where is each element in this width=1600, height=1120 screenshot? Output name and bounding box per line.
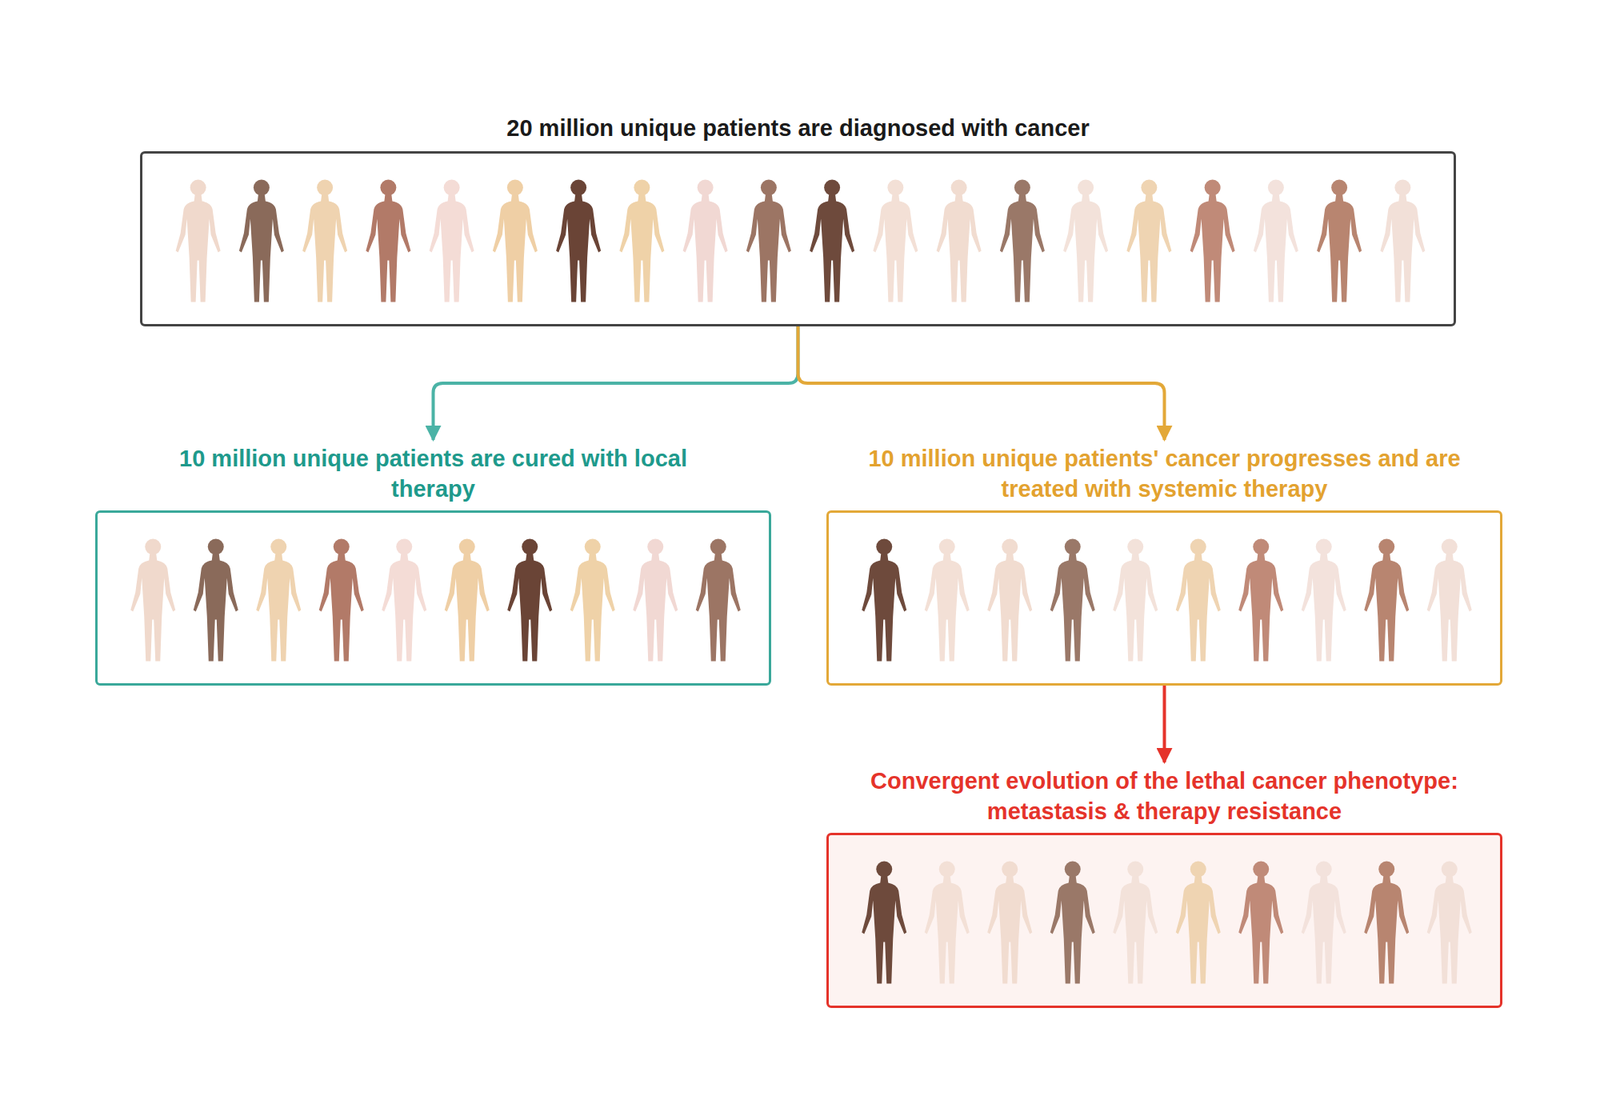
person-figure <box>319 539 364 662</box>
person-figure <box>861 861 907 984</box>
person-figure <box>1050 539 1096 662</box>
person-figure <box>1364 861 1409 984</box>
person-figure <box>365 180 411 303</box>
person-figure <box>1427 539 1472 662</box>
flow-arrow <box>433 326 799 440</box>
person-figure <box>1190 180 1236 303</box>
group-heading: Convergent evolution of the lethal cance… <box>812 765 1517 827</box>
patient-figures <box>97 512 769 684</box>
person-figure <box>696 539 741 662</box>
person-figure <box>1050 861 1096 984</box>
person-figure <box>861 539 907 662</box>
person-figure <box>683 180 728 303</box>
person-figure <box>1063 180 1108 303</box>
person-figure <box>1380 180 1425 303</box>
person-figure <box>1301 861 1347 984</box>
group-box <box>826 510 1503 686</box>
person-figure <box>1301 539 1347 662</box>
person-figure <box>632 539 678 662</box>
patient-group: 10 million unique patients are cured wit… <box>95 443 772 686</box>
person-figure <box>1238 861 1284 984</box>
person-figure <box>570 539 616 662</box>
person-figure <box>1126 180 1172 303</box>
person-figure <box>1176 861 1221 984</box>
person-figure <box>444 539 490 662</box>
patient-group: 10 million unique patients' cancer progr… <box>826 443 1503 686</box>
person-figure <box>746 180 792 303</box>
person-figure <box>381 539 427 662</box>
group-heading: 20 million unique patients are diagnosed… <box>238 112 1359 144</box>
person-figure <box>619 180 664 303</box>
person-figure <box>1176 539 1221 662</box>
patient-figures <box>828 512 1500 684</box>
person-figure <box>556 180 601 303</box>
patient-group: 20 million unique patients are diagnosed… <box>140 112 1456 327</box>
person-figure <box>872 180 918 303</box>
person-figure <box>1427 861 1472 984</box>
flow-arrow <box>1163 685 1167 763</box>
person-figure <box>924 539 970 662</box>
person-figure <box>302 180 348 303</box>
person-figure <box>987 539 1032 662</box>
patient-group: Convergent evolution of the lethal cance… <box>812 765 1517 1008</box>
person-figure <box>492 180 538 303</box>
person-figure <box>1253 180 1299 303</box>
person-figure <box>987 861 1032 984</box>
group-box <box>95 510 772 686</box>
person-figure <box>924 861 970 984</box>
group-box <box>826 832 1503 1008</box>
person-figure <box>256 539 301 662</box>
person-figure <box>809 180 855 303</box>
group-heading: 10 million unique patients are cured wit… <box>169 443 698 504</box>
person-figure <box>1238 539 1284 662</box>
person-figure <box>936 180 982 303</box>
person-figure <box>1364 539 1409 662</box>
patient-figures <box>828 835 1500 1006</box>
person-figure <box>507 539 552 662</box>
group-box <box>140 151 1456 327</box>
person-figure <box>429 180 475 303</box>
person-figure <box>176 180 221 303</box>
group-heading: 10 million unique patients' cancer progr… <box>844 443 1485 504</box>
person-figure <box>239 180 284 303</box>
person-figure <box>130 539 176 662</box>
patient-figures <box>142 153 1454 324</box>
person-figure <box>193 539 239 662</box>
flow-arrow <box>798 326 1165 440</box>
person-figure <box>1112 861 1158 984</box>
person-figure <box>1316 180 1362 303</box>
person-figure <box>1112 539 1158 662</box>
person-figure <box>1000 180 1045 303</box>
